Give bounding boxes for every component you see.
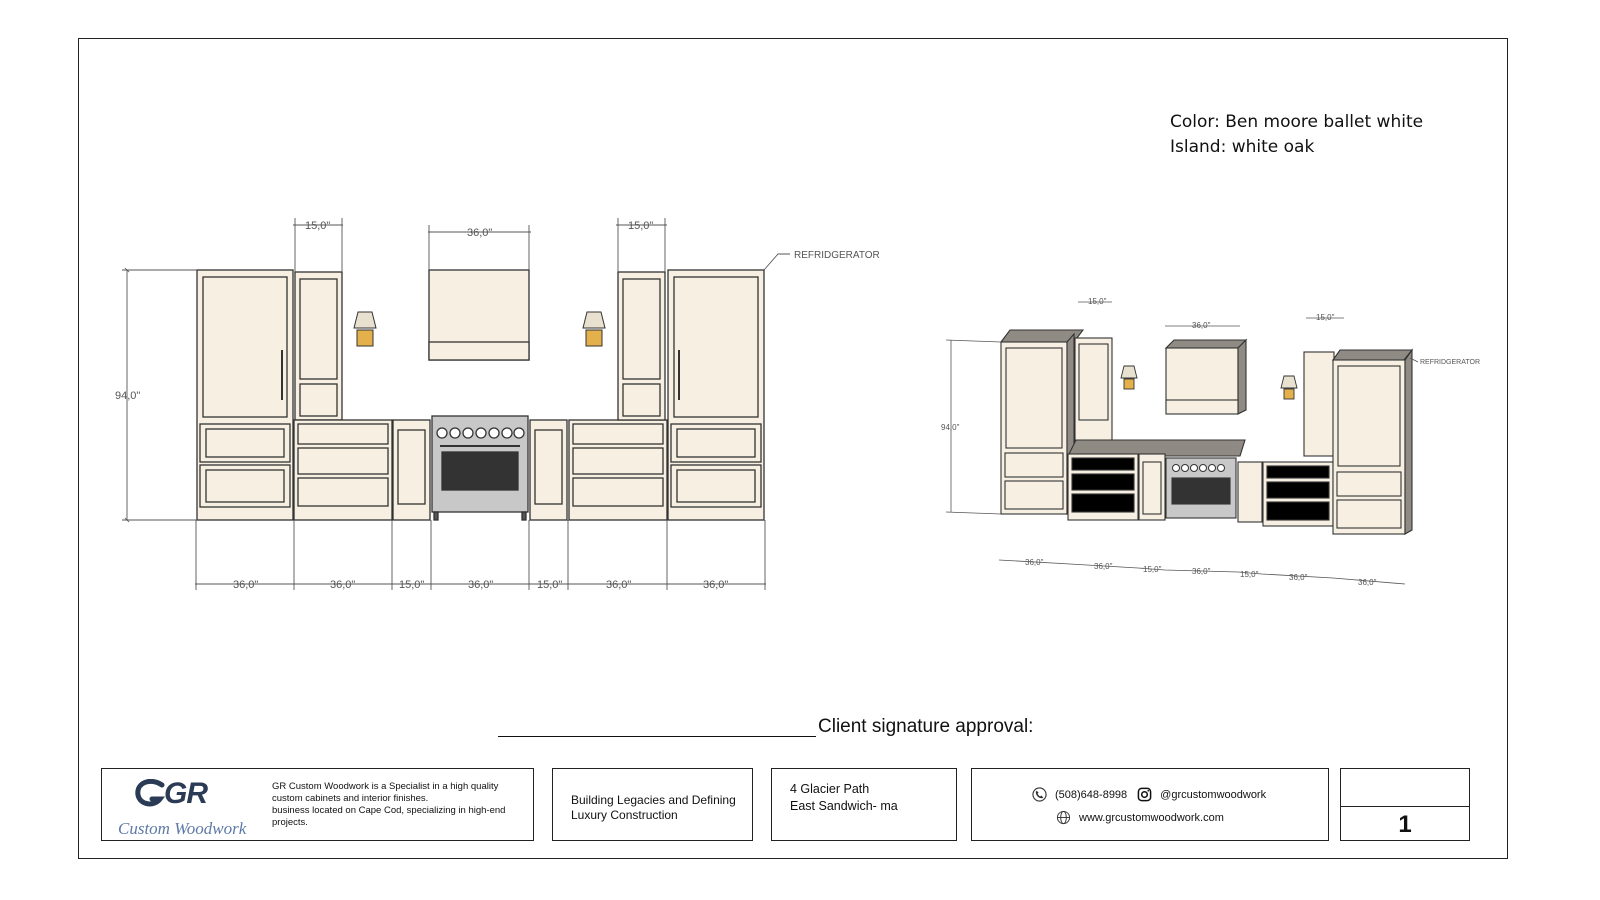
elev-bottom-dim-4: 36,0" [468, 579, 493, 591]
elev-bottom-dim-5: 15,0" [537, 579, 562, 591]
address-box: 4 Glacier Path East Sandwich- ma [771, 768, 957, 841]
persp-bottom-dim-2: 36,0" [1094, 562, 1113, 571]
persp-bottom-dim-1: 36,0" [1025, 558, 1044, 567]
contact-row-web: www.grcustomwoodwork.com [1056, 810, 1224, 825]
page-number-box: 1 [1340, 768, 1470, 841]
page-box-divider [1341, 806, 1469, 807]
contact-box: (508)648-8998 @grcustomwoodwork www.grcu… [971, 768, 1329, 841]
signature-line[interactable] [498, 736, 816, 737]
perspective-drawing [999, 329, 1414, 535]
persp-height-dim: 94,0" [941, 423, 960, 432]
phone-number[interactable]: (508)648-8998 [1055, 788, 1128, 801]
logo-mark: GR [164, 777, 208, 810]
elev-bottom-dim-6: 36,0" [606, 579, 631, 591]
phone-icon [1032, 787, 1047, 802]
tagline-box: Building Legacies and Defining Luxury Co… [552, 768, 753, 841]
tagline: Building Legacies and Defining Luxury Co… [571, 793, 736, 822]
elev-height-dim: 94,0" [115, 390, 140, 402]
elev-top-dim-2: 36,0" [467, 227, 492, 239]
persp-top-dim-1: 15,0" [1088, 297, 1107, 306]
persp-bottom-dim-4: 36,0" [1192, 567, 1211, 576]
left-sconce [353, 311, 377, 347]
right-sconce [582, 311, 606, 347]
instagram-icon [1137, 787, 1152, 802]
signature-label: Client signature approval: [818, 716, 1034, 737]
instagram-handle[interactable]: @grcustomwoodwork [1160, 788, 1267, 801]
elev-top-dim-1: 15,0" [305, 220, 330, 232]
logo-swirl-icon [135, 779, 166, 807]
color-note: Color: Ben moore ballet white [1170, 112, 1424, 132]
website-link[interactable]: www.grcustomwoodwork.com [1079, 811, 1224, 824]
drawing-sheet [78, 38, 1508, 859]
persp-callout: REFRIDGERATOR [1420, 359, 1480, 366]
contact-row-social: (508)648-8998 @grcustomwoodwork [1032, 787, 1266, 802]
elev-bottom-dim-7: 36,0" [703, 579, 728, 591]
persp-bottom-dim-7: 36,0" [1358, 578, 1377, 587]
page-number: 1 [1398, 811, 1412, 838]
persp-bottom-dim-6: 36,0" [1289, 573, 1308, 582]
company-box: GR Custom Woodwork GR Custom Woodwork is… [101, 768, 534, 841]
company-description: GR Custom Woodwork is a Specialist in a … [272, 781, 506, 828]
company-logo: GR Custom Woodwork [112, 775, 262, 838]
finish-notes: Color: Ben moore ballet white Island: wh… [1170, 110, 1423, 160]
globe-icon [1056, 810, 1071, 825]
logo-name: Custom Woodwork [118, 819, 247, 838]
persp-top-dim-2: 36,0" [1192, 321, 1211, 330]
elev-callout: REFRIDGERATOR [794, 250, 880, 261]
elev-top-dim-3: 15,0" [628, 220, 653, 232]
elev-bottom-dim-3: 15,0" [399, 579, 424, 591]
persp-bottom-dim-3: 15,0" [1143, 565, 1162, 574]
island-note: Island: white oak [1170, 137, 1315, 157]
elev-bottom-dim-2: 36,0" [330, 579, 355, 591]
address: 4 Glacier Path East Sandwich- ma [790, 782, 898, 813]
persp-top-dim-3: 15,0" [1316, 313, 1335, 322]
elev-bottom-dim-1: 36,0" [233, 579, 258, 591]
persp-bottom-dim-5: 15,0" [1240, 570, 1259, 579]
